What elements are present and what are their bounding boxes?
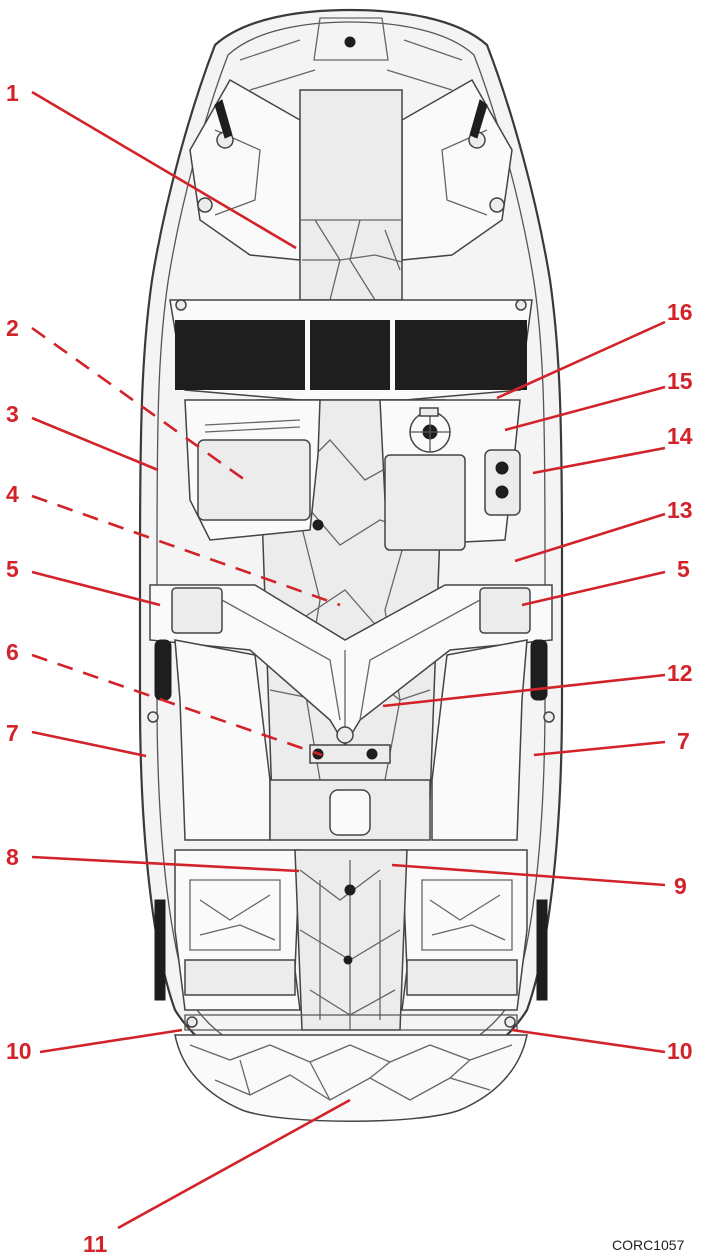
cupholder-right <box>543 711 555 723</box>
callout-10-right: 10 <box>667 1038 693 1064</box>
leader-13 <box>514 512 666 563</box>
tower-mount-right <box>479 587 531 634</box>
leader-7-left <box>31 730 147 758</box>
leader-9 <box>391 863 666 887</box>
leader-5-left <box>31 570 161 607</box>
speaker-icon <box>489 197 505 213</box>
callout-13: 13 <box>667 497 693 523</box>
windshield-panel-right <box>395 320 527 390</box>
callout-8: 8 <box>6 844 19 870</box>
callout-3: 3 <box>6 401 19 427</box>
boat-illustration <box>138 8 564 1122</box>
throttle-panel <box>484 449 521 516</box>
leader-14 <box>532 446 666 475</box>
leader-1 <box>31 90 297 250</box>
dash-panel <box>384 454 466 551</box>
callout-15: 15 <box>667 368 693 394</box>
leader-15 <box>504 385 666 432</box>
callout-11: 11 <box>83 1231 108 1257</box>
image-code: CORC1057 <box>612 1237 685 1253</box>
leader-11 <box>117 1098 351 1230</box>
leader-2 <box>31 326 246 482</box>
tower-mount-left <box>171 587 223 634</box>
leader-4 <box>31 494 341 607</box>
callout-16: 16 <box>667 299 693 325</box>
windshield-panel-center <box>310 320 390 390</box>
swim-platform <box>174 1034 528 1122</box>
leader-16 <box>496 320 666 400</box>
rear-walkway <box>294 849 408 1031</box>
bow-light <box>344 36 356 48</box>
callout-labels: 1 2 3 4 5 5 6 7 7 8 9 10 10 11 12 13 14 … <box>6 80 693 1257</box>
cockpit-lounge-left <box>174 639 271 841</box>
leader-10-right <box>511 1028 666 1054</box>
callout-5-right: 5 <box>677 556 690 582</box>
stern-rail-right <box>536 899 548 1001</box>
cleat-right <box>530 639 548 701</box>
cleat-left <box>154 639 172 701</box>
tower <box>149 584 553 747</box>
bow-walkway <box>299 89 403 301</box>
speaker-icon <box>197 197 213 213</box>
leader-3 <box>31 416 159 472</box>
windshield-panel-left <box>175 320 305 390</box>
glovebox <box>197 439 311 521</box>
callout-9: 9 <box>674 873 687 899</box>
callout-1: 1 <box>6 80 19 106</box>
callout-7-left: 7 <box>6 720 19 746</box>
callout-2: 2 <box>6 315 19 341</box>
callout-leaders <box>31 90 666 1230</box>
stern-rail-left <box>154 899 166 1001</box>
cockpit-lounge-right <box>431 639 528 841</box>
bow-deck <box>313 17 389 61</box>
callout-4: 4 <box>6 481 19 507</box>
cupholder-left <box>147 711 159 723</box>
leader-8 <box>31 855 300 873</box>
callout-6: 6 <box>6 639 19 665</box>
callout-5-left: 5 <box>6 556 19 582</box>
callout-14: 14 <box>667 423 693 449</box>
leader-10-left <box>39 1028 183 1054</box>
callout-10-left: 10 <box>6 1038 32 1064</box>
leader-6 <box>31 653 323 757</box>
leader-7-right <box>533 740 666 757</box>
callout-12: 12 <box>667 660 693 686</box>
leader-12 <box>382 673 666 708</box>
leader-5-right <box>521 570 666 607</box>
callout-7-right: 7 <box>677 728 690 754</box>
